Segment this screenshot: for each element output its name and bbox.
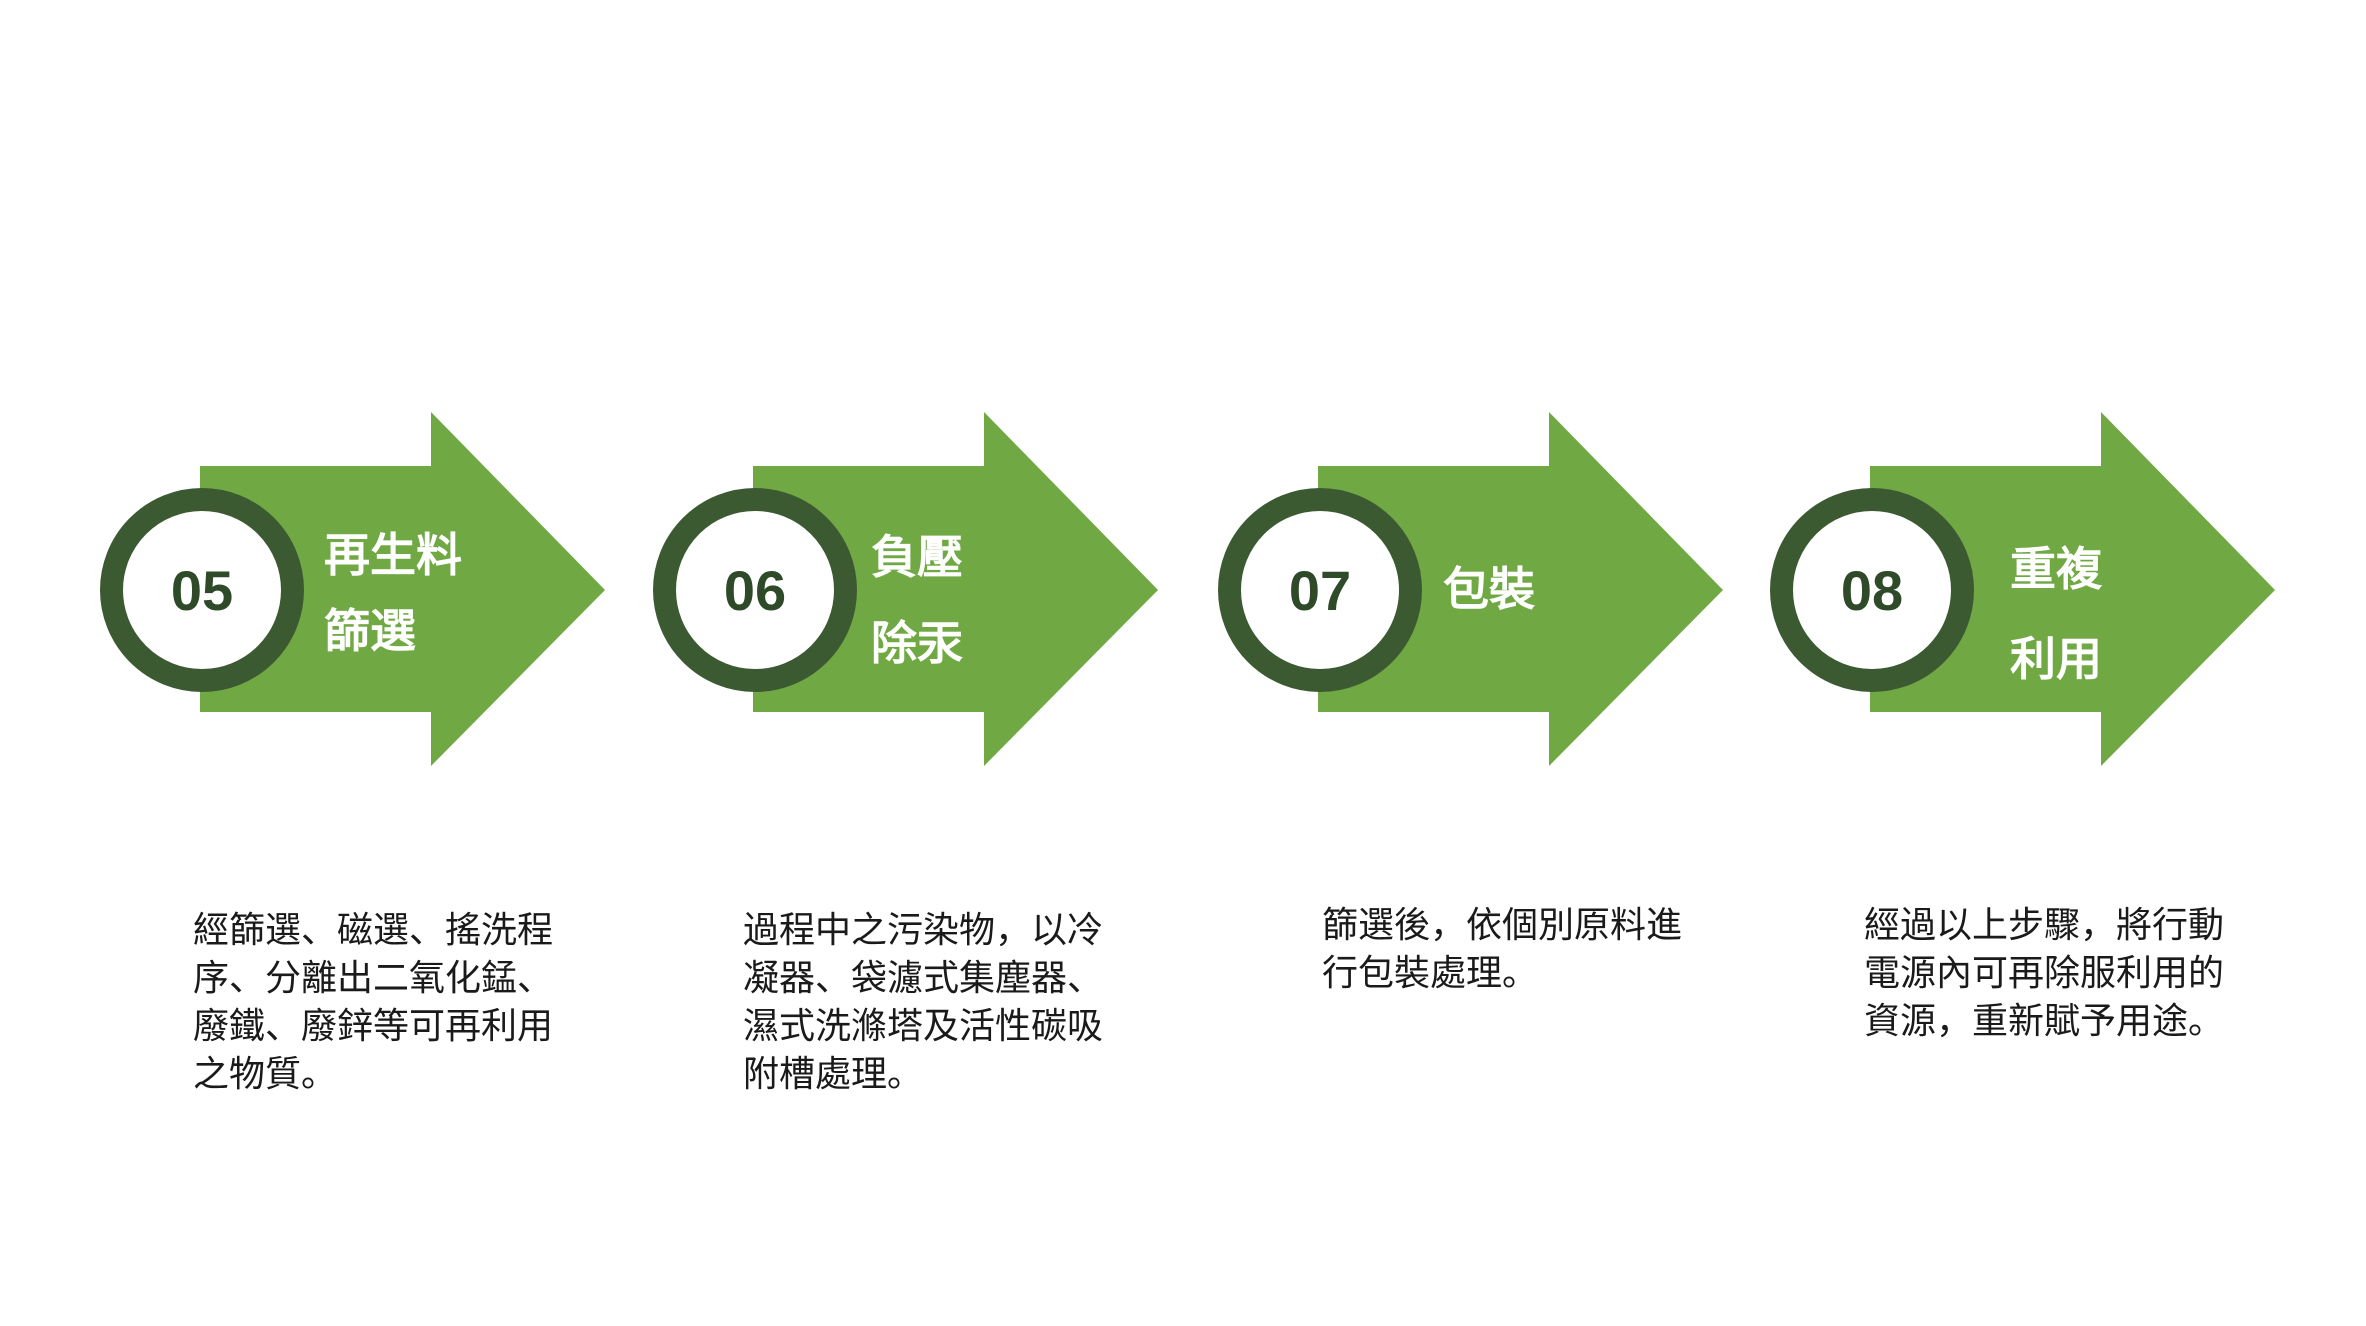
process-step-06: 06 負壓 除汞 過程中之污染物，以冷 凝器、袋濾式集塵器、 濕式洗滌塔及活性碳… [653,0,1213,1326]
step-description: 經過以上步驟，將行動 電源內可再除服利用的 資源，重新賦予用途。 [1864,905,2225,1042]
step-description: 過程中之污染物，以冷 凝器、袋濾式集塵器、 濕式洗滌塔及活性碳吸 附槽處理。 [743,910,1104,1095]
step-arrow [200,412,605,766]
step-title: 包裝 [1443,562,1535,616]
step-title: 負壓 除汞 [871,530,963,670]
process-step-07: 07 包裝 篩選後，依個別原料進 行包裝處理。 [1218,0,1778,1326]
process-step-05: 05 再生料 篩選 經篩選、磁選、搖洗程 序、分離出二氧化錳、 廢鐵、廢鋅等可再… [100,0,660,1326]
step-description: 篩選後，依個別原料進 行包裝處理。 [1322,905,1683,994]
step-number-circle: 05 [100,488,304,692]
step-number: 06 [723,558,787,622]
step-arrow [1318,412,1723,766]
step-number: 05 [170,558,234,622]
step-arrow [1870,412,2275,766]
step-description: 經篩選、磁選、搖洗程 序、分離出二氧化錳、 廢鐵、廢鋅等可再利用 之物質。 [193,910,554,1095]
step-number-circle: 06 [653,488,857,692]
step-number: 08 [1840,558,1904,622]
step-title: 再生料 篩選 [324,528,462,658]
step-title: 重複 利用 [2010,542,2102,686]
process-step-08: 08 重複 利用 經過以上步驟，將行動 電源內可再除服利用的 資源，重新賦予用途… [1770,0,2330,1326]
step-arrow [753,412,1158,766]
step-number-circle: 07 [1218,488,1422,692]
step-number-circle: 08 [1770,488,1974,692]
step-number: 07 [1288,558,1352,622]
